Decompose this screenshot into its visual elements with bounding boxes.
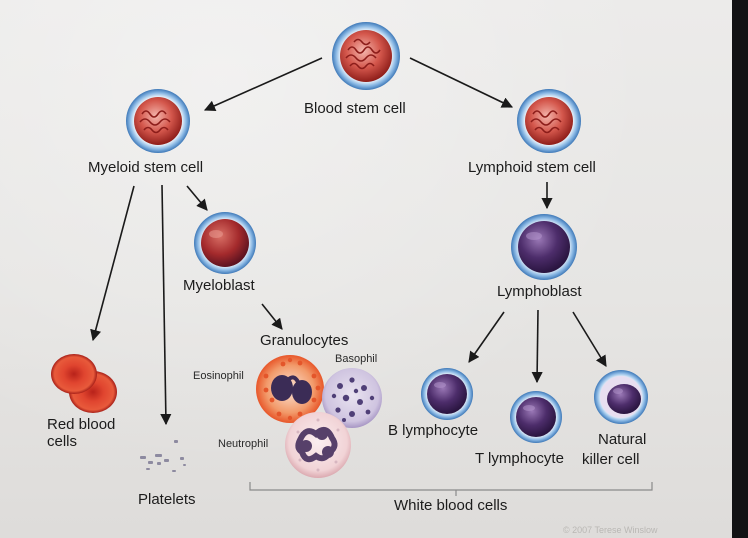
diagram-graphics (51, 22, 653, 496)
label-b-lymphocyte: B lymphocyte (388, 422, 479, 439)
eosinophil-icon (256, 355, 324, 423)
label-myeloblast: Myeloblast (183, 277, 255, 294)
arrow-myeloblast-to-granulocytes (261, 303, 283, 330)
label-eosinophil: Eosinophil (193, 370, 244, 382)
arrow-stem-to-lymphoid (409, 57, 514, 108)
platelets-icon (140, 440, 186, 472)
label-neutrophil: Neutrophil (218, 438, 269, 450)
arrow-lymphoblast-to-nk (572, 311, 607, 367)
t-lymphocyte-icon (510, 391, 562, 443)
arrow-lymphoblast-to-t (531, 309, 543, 384)
label-white-blood-cells: White blood cells (394, 497, 508, 514)
photo-frame-edge (732, 0, 748, 538)
myeloblast-icon (194, 212, 256, 274)
basophil-icon (322, 368, 382, 428)
lymphoid-stem-cell-icon (517, 89, 581, 153)
label-myeloid-stem-cell: Myeloid stem cell (88, 159, 204, 176)
lymphoblast-icon (511, 214, 577, 280)
red-blood-cells-icon (51, 354, 117, 413)
label-basophil: Basophil (335, 353, 378, 365)
label-granulocytes: Granulocytes (260, 332, 349, 349)
diagram-sheet: Blood stem cell Myeloid stem cell Lympho… (0, 0, 732, 538)
label-platelets: Platelets (138, 491, 196, 508)
label-blood-stem-cell: Blood stem cell (304, 100, 406, 117)
myeloid-stem-cell-icon (126, 89, 190, 153)
arrow-myeloid-to-myeloblast (186, 185, 208, 211)
natural-killer-cell-icon (594, 370, 648, 424)
label-t-lymphocyte: T lymphocyte (475, 450, 564, 467)
arrow-myeloid-to-platelets (160, 184, 172, 426)
label-natural: Natural (598, 431, 647, 448)
label-red-blood-cells: Red blood cells (47, 416, 116, 450)
label-lymphoblast: Lymphoblast (497, 283, 582, 300)
blood-stem-cell-icon (332, 22, 400, 90)
copyright-credit: © 2007 Terese Winslow (563, 525, 658, 535)
neutrophil-icon (285, 412, 351, 478)
arrow-lymphoblast-to-b (468, 311, 505, 363)
b-lymphocyte-icon (421, 368, 473, 420)
white-blood-cells-bracket (249, 482, 653, 496)
arrow-stem-to-myeloid (203, 57, 323, 112)
arrow-myeloid-to-rbc (90, 185, 135, 342)
label-lymphoid-stem-cell: Lymphoid stem cell (468, 159, 596, 176)
label-killer-cell: killer cell (582, 451, 640, 468)
